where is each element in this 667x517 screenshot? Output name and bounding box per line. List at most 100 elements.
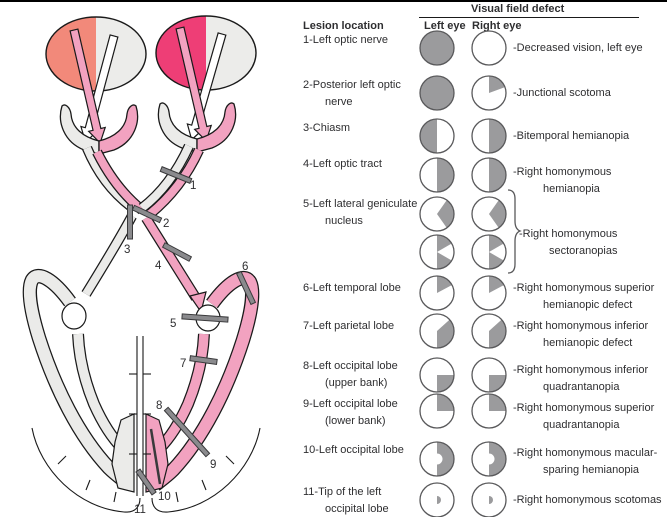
lesion-label: 10-Left occipital lobe [303, 444, 404, 456]
lesion-markers [127, 166, 257, 496]
lesion-marker-8-9 [163, 406, 211, 458]
left-eye-field-diagram [419, 357, 455, 393]
lesion-number-11: 11 [134, 504, 146, 516]
lesion-label: 9-Left occipital lobe [303, 398, 398, 410]
lesion-marker-10 [149, 428, 162, 485]
lesion-label: 5-Left lateral geniculate [303, 198, 418, 210]
left-eye-field-diagram [419, 441, 455, 477]
defect-description: -Right homonymous [519, 228, 618, 240]
defect-description: -Junctional scotoma [513, 87, 611, 99]
lesion-marker-1 [159, 166, 193, 184]
right-eye-field-diagram [471, 234, 507, 270]
defect-description: -Bitemporal hemianopia [513, 130, 630, 142]
optic-radiations [22, 268, 260, 493]
defect-description: quadrantanopia [543, 419, 620, 431]
midline [129, 336, 151, 496]
right-eye-field-diagram [471, 275, 507, 311]
defect-table: Visual field defect Lesion location Left… [300, 0, 667, 517]
lesion-marker-6 [235, 270, 257, 306]
left-eye [59, 104, 139, 155]
lesion-number-8: 8 [156, 400, 162, 412]
row-group-brace [507, 189, 522, 274]
lesion-number-3: 3 [124, 244, 130, 256]
right-eye-field-diagram [471, 393, 507, 429]
left-eye-field-diagram [419, 118, 455, 154]
lesion-number-10: 10 [158, 491, 171, 503]
lesion-label: 2-Posterior left optic [303, 79, 401, 91]
defect-description: -Decreased vision, left eye [513, 42, 643, 54]
right-eye [157, 102, 237, 153]
visual-pathway-diagram: 1 2 3 4 5 6 7 8 9 10 11 [0, 2, 303, 517]
left-eye-field-diagram [419, 196, 455, 232]
left-eye-field-diagram [419, 75, 455, 111]
lesion-marker-5 [181, 313, 229, 323]
defect-description: hemianopic defect [543, 299, 633, 311]
lesion-label: 8-Left occipital lobe [303, 360, 398, 372]
lesion-numbers: 1 2 3 4 5 6 7 8 9 10 11 [124, 180, 248, 516]
lesion-marker-11 [135, 468, 157, 496]
title-underline [419, 17, 639, 18]
lesion-number-7: 7 [180, 358, 186, 370]
left-eye-field-diagram [419, 275, 455, 311]
lesion-marker-2 [131, 204, 163, 224]
occipital-cortex-outline [31, 427, 261, 513]
lesion-number-2: 2 [163, 218, 169, 230]
right-eye-field-diagram [471, 157, 507, 193]
left-eye-visual-field [45, 16, 147, 92]
left-eye-field-diagram [419, 30, 455, 66]
lesion-location-header: Lesion location [303, 20, 384, 32]
visual-pathway-svg: 1 2 3 4 5 6 7 8 9 10 11 [22, 15, 261, 516]
right-eye-field-diagram [471, 313, 507, 349]
lesion-marker-3 [127, 204, 133, 240]
defect-description: hemianopia [543, 183, 600, 195]
lesion-marker-4 [161, 242, 193, 262]
defect-description: -Right homonymous superior [513, 402, 655, 414]
lesion-label: nucleus [325, 215, 363, 227]
lesion-label: occipital lobe [325, 503, 389, 515]
table-title: Visual field defect [471, 3, 565, 15]
lesion-label: 4-Left optic tract [303, 158, 382, 170]
right-eye-field-diagram [471, 441, 507, 477]
left-eye-field-diagram [419, 482, 455, 517]
lesion-label: 11-Tip of the left [303, 486, 382, 498]
defect-description: quadrantanopia [543, 381, 620, 393]
optic-tracts [81, 213, 207, 314]
left-eye-field-diagram [419, 313, 455, 349]
defect-description: -Right homonymous inferior [513, 320, 649, 332]
lesion-label: (upper bank) [325, 377, 388, 389]
top-border-rule [0, 0, 667, 2]
lesion-number-6: 6 [242, 261, 248, 273]
right-eye-field-diagram [471, 30, 507, 66]
lesion-number-4: 4 [155, 260, 162, 272]
lesion-label: 6-Left temporal lobe [303, 282, 401, 294]
defect-description: -Right homonymous scotomas [513, 494, 662, 506]
projection-arrows [69, 26, 227, 145]
lesion-label: 3-Chiasm [303, 122, 351, 134]
defect-description: hemianopic defect [543, 337, 633, 349]
left-eye-header: Left eye [424, 20, 466, 32]
lesion-number-1: 1 [190, 180, 196, 192]
defect-description: sectoranopias [549, 245, 618, 257]
defect-description: -Right homonymous superior [513, 282, 655, 294]
defect-description: -Right homonymous [513, 166, 612, 178]
right-eye-field-diagram [471, 482, 507, 517]
right-eye-field-diagram [471, 357, 507, 393]
lesion-number-5: 5 [170, 318, 176, 330]
lesion-label: (lower bank) [325, 415, 386, 427]
left-eye-field-diagram [419, 234, 455, 270]
right-eye-field-diagram [471, 75, 507, 111]
right-eye-header: Right eye [472, 20, 522, 32]
right-eye-field-diagram [471, 196, 507, 232]
defect-description: sparing hemianopia [543, 464, 640, 476]
lesion-label: 1-Left optic nerve [303, 34, 388, 46]
left-eye-field-diagram [419, 157, 455, 193]
defect-description: -Right homonymous inferior [513, 364, 649, 376]
lesion-label: 7-Left parietal lobe [303, 320, 395, 332]
left-eye-field-diagram [419, 393, 455, 429]
lesion-label: nerve [325, 96, 353, 108]
defect-description: -Right homonymous macular- [513, 447, 658, 459]
lesion-number-9: 9 [210, 459, 216, 471]
right-eye-field-diagram [471, 118, 507, 154]
lesion-marker-7 [189, 355, 218, 365]
